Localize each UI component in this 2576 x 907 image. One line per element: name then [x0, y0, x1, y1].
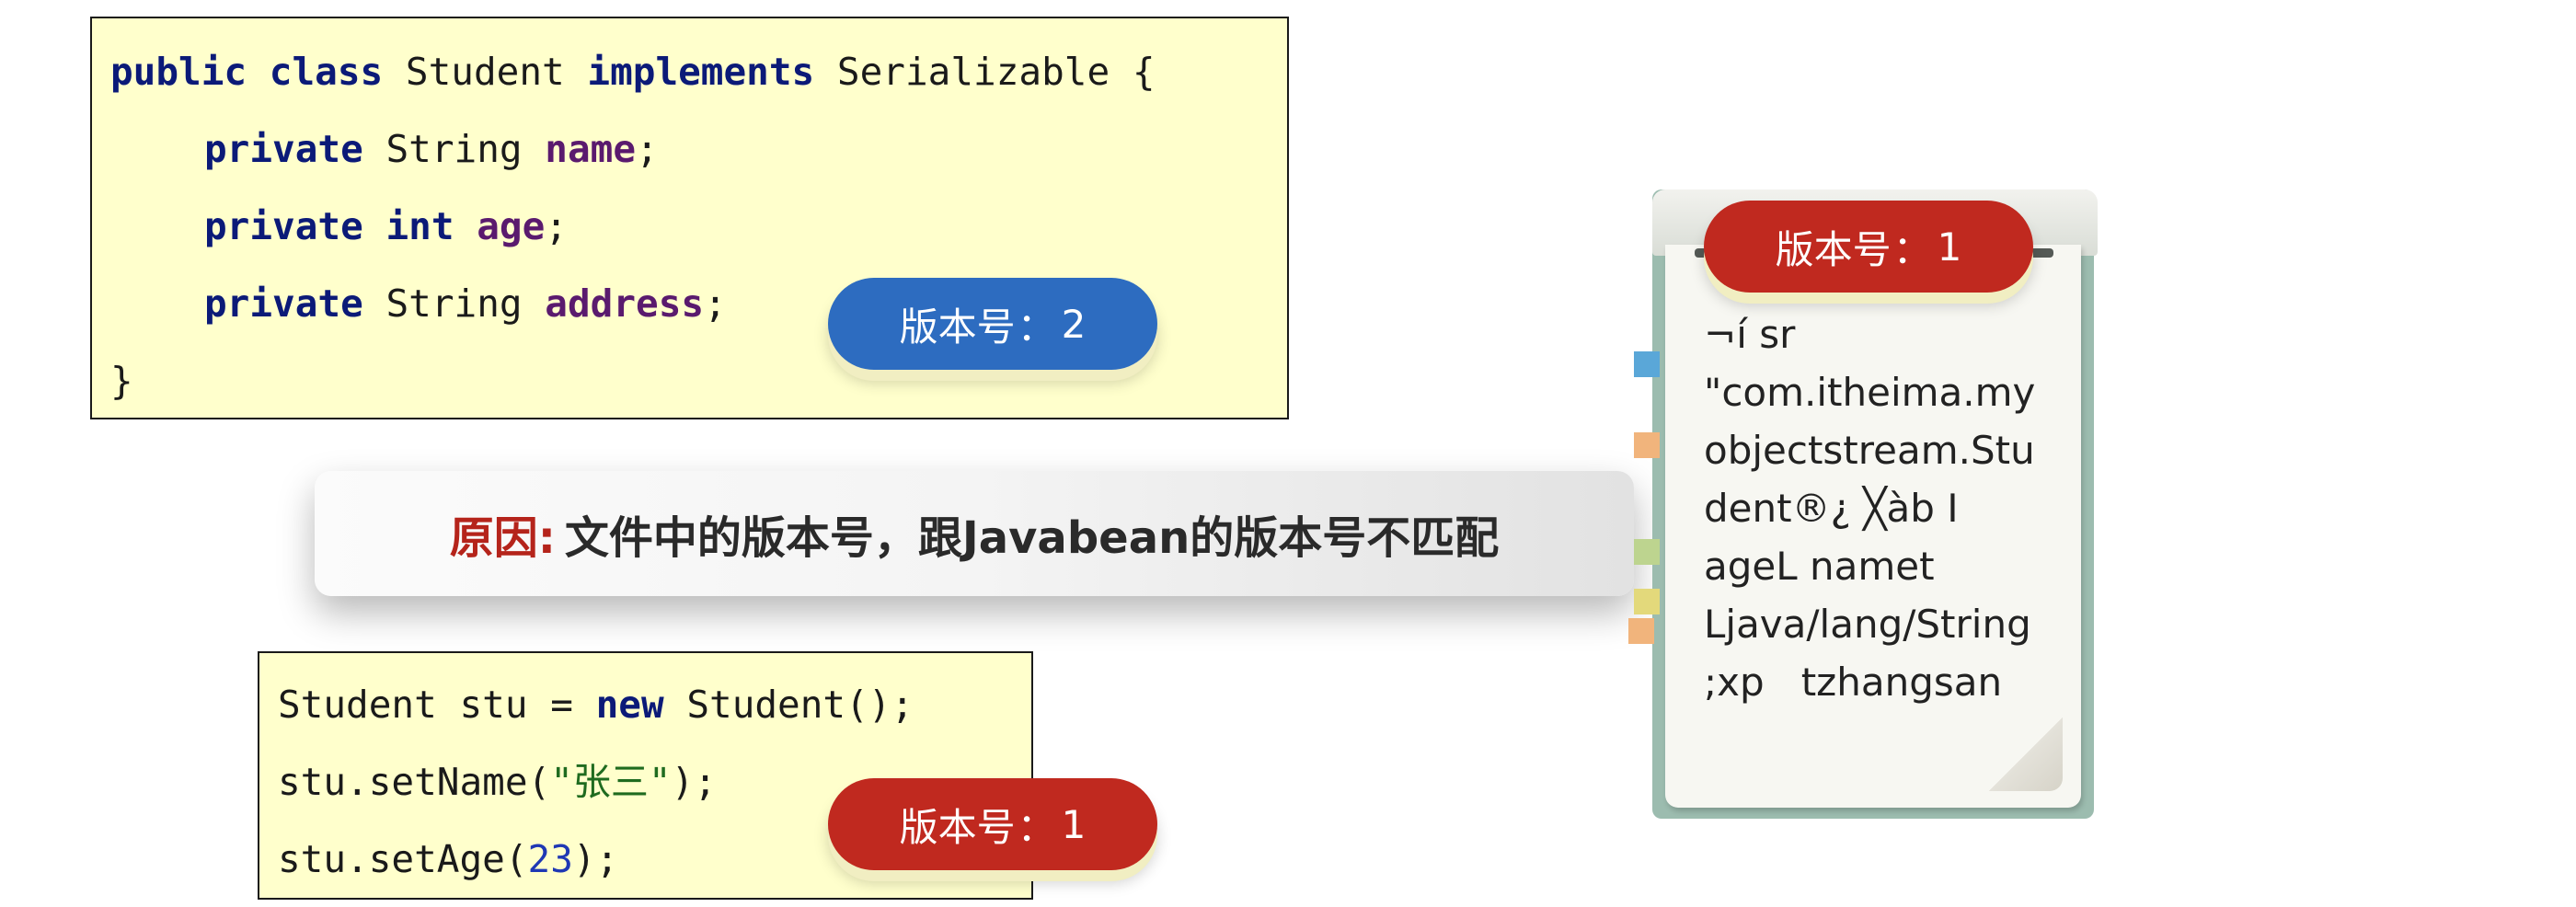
- student-class-code-block: public class Student implements Serializ…: [90, 17, 1289, 419]
- code-line-new-student: Student stu = new Student();: [278, 683, 914, 727]
- serialized-line: ¬í sr: [1704, 312, 1796, 357]
- serialized-line: objectstream.Stu: [1704, 428, 2035, 473]
- sticky-tab-blue: [1634, 351, 1660, 377]
- sticky-tab-orange: [1634, 432, 1660, 458]
- sticky-tab-orange-2: [1628, 618, 1654, 644]
- page-curl: [1989, 718, 2063, 791]
- binding-ring-right: [2017, 248, 2053, 258]
- code-line-address-field: private String address;: [204, 281, 727, 326]
- usage-version-badge: 版本号：1: [828, 778, 1157, 870]
- serialized-bytes-text: ¬í sr "com.itheima.my objectstream.Stu d…: [1704, 305, 2090, 711]
- serialized-line: ageL namet: [1704, 544, 1935, 589]
- code-line-class-declaration: public class Student implements Serializ…: [110, 50, 1156, 94]
- notebook-paper: [1665, 245, 2081, 808]
- reason-label: 原因:: [449, 512, 556, 564]
- code-line-age-field: private int age;: [204, 204, 568, 248]
- code-line-name-field: private String name;: [204, 127, 659, 171]
- serialized-file-notebook: 版本号：1 ¬í sr "com.itheima.my objectstream…: [1628, 189, 2098, 819]
- class-version-badge: 版本号：2: [828, 278, 1157, 370]
- reason-text: 文件中的版本号，跟Javabean的版本号不匹配: [564, 512, 1500, 564]
- file-version-badge: 版本号：1: [1704, 201, 2033, 293]
- code-line-set-name: stu.setName("张三");: [278, 760, 717, 804]
- code-line-set-age: stu.setAge(23);: [278, 837, 619, 881]
- serialized-line: dent®¿ ╳àb I: [1704, 486, 1959, 531]
- reason-banner: 原因: 文件中的版本号，跟Javabean的版本号不匹配: [315, 471, 1634, 596]
- serialized-line: "com.itheima.my: [1704, 370, 2036, 415]
- serialized-line: ;xp tzhangsan: [1704, 660, 2003, 705]
- sticky-tab-green: [1634, 539, 1660, 565]
- sticky-tab-yellow: [1634, 589, 1660, 614]
- serialized-line: Ljava/lang/String: [1704, 602, 2031, 647]
- code-line-closing-brace: }: [110, 359, 133, 403]
